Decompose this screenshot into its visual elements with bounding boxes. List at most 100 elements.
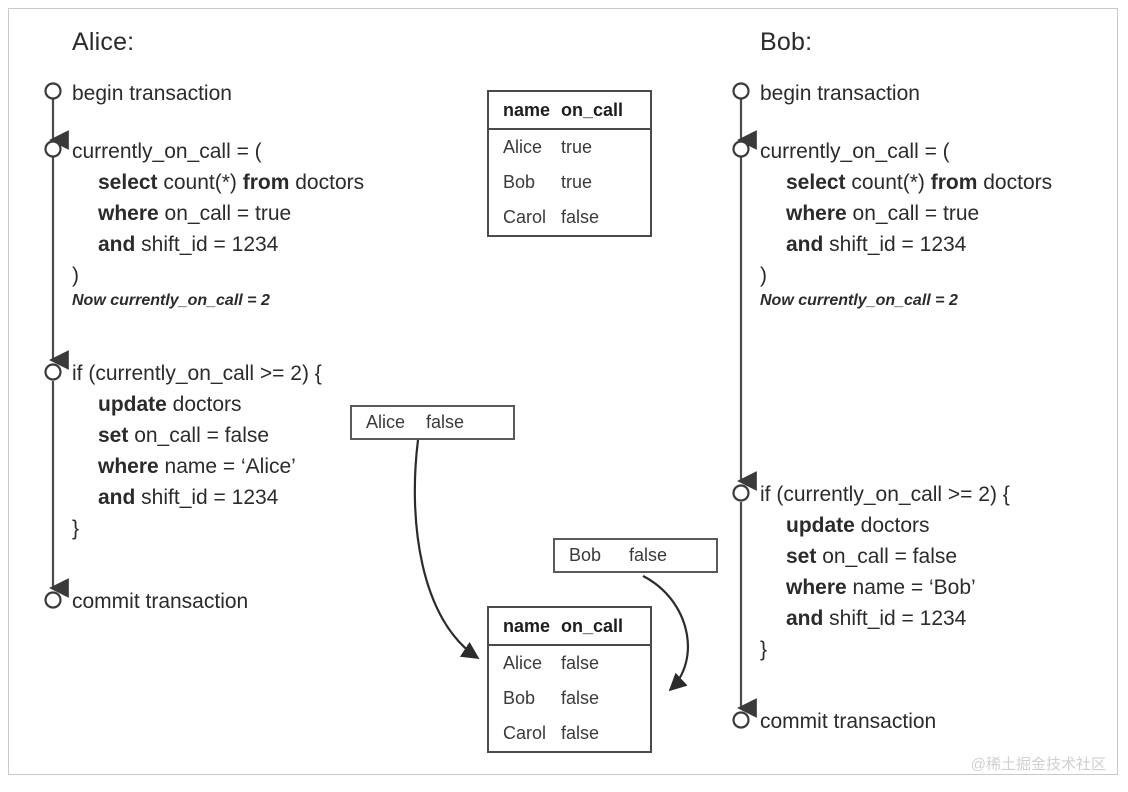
alice-column-title: Alice: <box>72 28 135 56</box>
bob-node-begin <box>732 82 750 100</box>
kw-from: from <box>930 171 978 194</box>
kw-where: where <box>98 202 159 225</box>
th-on-call: on_call <box>561 99 624 120</box>
bob-select-line3: and shift_id = 1234 <box>760 229 1052 260</box>
table-row: Carol false <box>489 200 650 235</box>
update-doctors: doctors <box>166 393 242 416</box>
bob-set-line: set on_call = false <box>760 541 1010 572</box>
bob-timeline <box>732 82 757 729</box>
kw-update: update <box>98 393 167 416</box>
and2-shiftid: shift_id = 1234 <box>135 486 279 509</box>
alice-select-line3: and shift_id = 1234 <box>72 229 364 260</box>
table-row: Carol false <box>489 716 650 751</box>
kw-and: and <box>98 233 136 256</box>
table-header-row: name on_call <box>489 608 650 646</box>
cell-on-call: true <box>561 137 593 157</box>
cell-on-call: false <box>561 688 600 708</box>
table-row: Bob false <box>489 681 650 716</box>
kw-and: and <box>786 233 824 256</box>
alice-wherename-line: where name = ‘Alice’ <box>72 451 322 482</box>
alice-node-if <box>44 363 62 381</box>
cell-on-call: false <box>561 653 600 673</box>
kw-set: set <box>98 424 129 447</box>
th-name: name <box>503 99 551 120</box>
update-alice-value: false <box>426 412 465 432</box>
th-name: name <box>503 615 551 636</box>
bob-step-commit: commit transaction <box>760 710 937 733</box>
alice-set-line: set on_call = false <box>72 420 322 451</box>
where-name-value: name = ‘Bob’ <box>846 576 976 599</box>
doctors-table-after: name on_call Alice false Bob false Carol… <box>487 606 652 753</box>
bob-update-line: update doctors <box>760 510 1010 541</box>
table-row: Alice false <box>489 646 650 681</box>
alice-note: Now currently_on_call = 2 <box>72 292 270 309</box>
bob-note: Now currently_on_call = 2 <box>760 292 958 309</box>
alice-update-line: update doctors <box>72 389 322 420</box>
bob-wherename-line: where name = ‘Bob’ <box>760 572 1010 603</box>
bob-and2-line: and shift_id = 1234 <box>760 603 1010 634</box>
alice-select-line1: select count(*) from doctors <box>72 167 364 198</box>
alice-if-head: if (currently_on_call >= 2) { <box>72 362 322 385</box>
update-alice-name: Alice <box>366 412 406 432</box>
bob-close-brace: } <box>760 638 768 661</box>
bob-select-close: ) <box>760 264 767 287</box>
alice-step-if: if (currently_on_call >= 2) { update doc… <box>72 358 322 544</box>
select-count: count(*) <box>157 171 243 194</box>
bob-select-line1: select count(*) from doctors <box>760 167 1052 198</box>
cell-name: Alice <box>503 137 543 157</box>
update-bob-value: false <box>629 545 668 565</box>
table-header-row: name on_call <box>489 92 650 130</box>
kw-set: set <box>786 545 817 568</box>
kw-update: update <box>786 514 855 537</box>
kw-and2: and <box>786 607 824 630</box>
alice-node-begin <box>44 82 62 100</box>
where-oncall: on_call = true <box>846 202 980 225</box>
cell-name: Bob <box>503 688 536 708</box>
update-bob-name: Bob <box>569 545 602 565</box>
cell-on-call: true <box>561 172 593 192</box>
alice-select-head: currently_on_call = ( <box>72 140 262 163</box>
set-oncall: on_call = false <box>128 424 270 447</box>
and-shiftid: shift_id = 1234 <box>823 233 967 256</box>
update-box-alice: Alice false <box>350 405 515 440</box>
and2-shiftid: shift_id = 1234 <box>823 607 967 630</box>
kw-select: select <box>786 171 846 194</box>
kw-where: where <box>786 202 847 225</box>
bob-node-if <box>732 484 750 502</box>
bob-step-select: currently_on_call = ( select count(*) fr… <box>760 136 1052 291</box>
arrow-alice-update <box>413 439 480 659</box>
set-oncall: on_call = false <box>816 545 958 568</box>
alice-step-select: currently_on_call = ( select count(*) fr… <box>72 136 364 291</box>
alice-step-commit: commit transaction <box>72 590 249 613</box>
table-row: Bob true <box>489 165 650 200</box>
th-on-call: on_call <box>561 615 624 636</box>
cell-name: Carol <box>503 723 547 743</box>
bob-node-commit <box>732 711 750 729</box>
bob-column-title: Bob: <box>760 28 813 56</box>
cell-on-call: false <box>561 723 600 743</box>
from-doctors: doctors <box>289 171 365 194</box>
kw-where-name: where <box>786 576 847 599</box>
cell-name: Alice <box>503 653 543 673</box>
alice-close-brace: } <box>72 517 80 540</box>
alice-and2-line: and shift_id = 1234 <box>72 482 322 513</box>
kw-from: from <box>242 171 290 194</box>
from-doctors: doctors <box>977 171 1053 194</box>
kw-and2: and <box>98 486 136 509</box>
bob-if-head: if (currently_on_call >= 2) { <box>760 483 1010 506</box>
alice-node-commit <box>44 591 62 609</box>
cell-name: Bob <box>503 172 536 192</box>
bob-select-head: currently_on_call = ( <box>760 140 950 163</box>
update-doctors: doctors <box>854 514 930 537</box>
kw-where-name: where <box>98 455 159 478</box>
bob-step-if: if (currently_on_call >= 2) { update doc… <box>760 479 1010 665</box>
alice-timeline <box>44 82 69 609</box>
where-name-value: name = ‘Alice’ <box>158 455 296 478</box>
bob-step-begin: begin transaction <box>760 82 920 105</box>
doctors-table-before: name on_call Alice true Bob true Carol f… <box>487 90 652 237</box>
alice-select-close: ) <box>72 264 79 287</box>
cell-on-call: false <box>561 207 600 227</box>
and-shiftid: shift_id = 1234 <box>135 233 279 256</box>
bob-select-line2: where on_call = true <box>760 198 1052 229</box>
